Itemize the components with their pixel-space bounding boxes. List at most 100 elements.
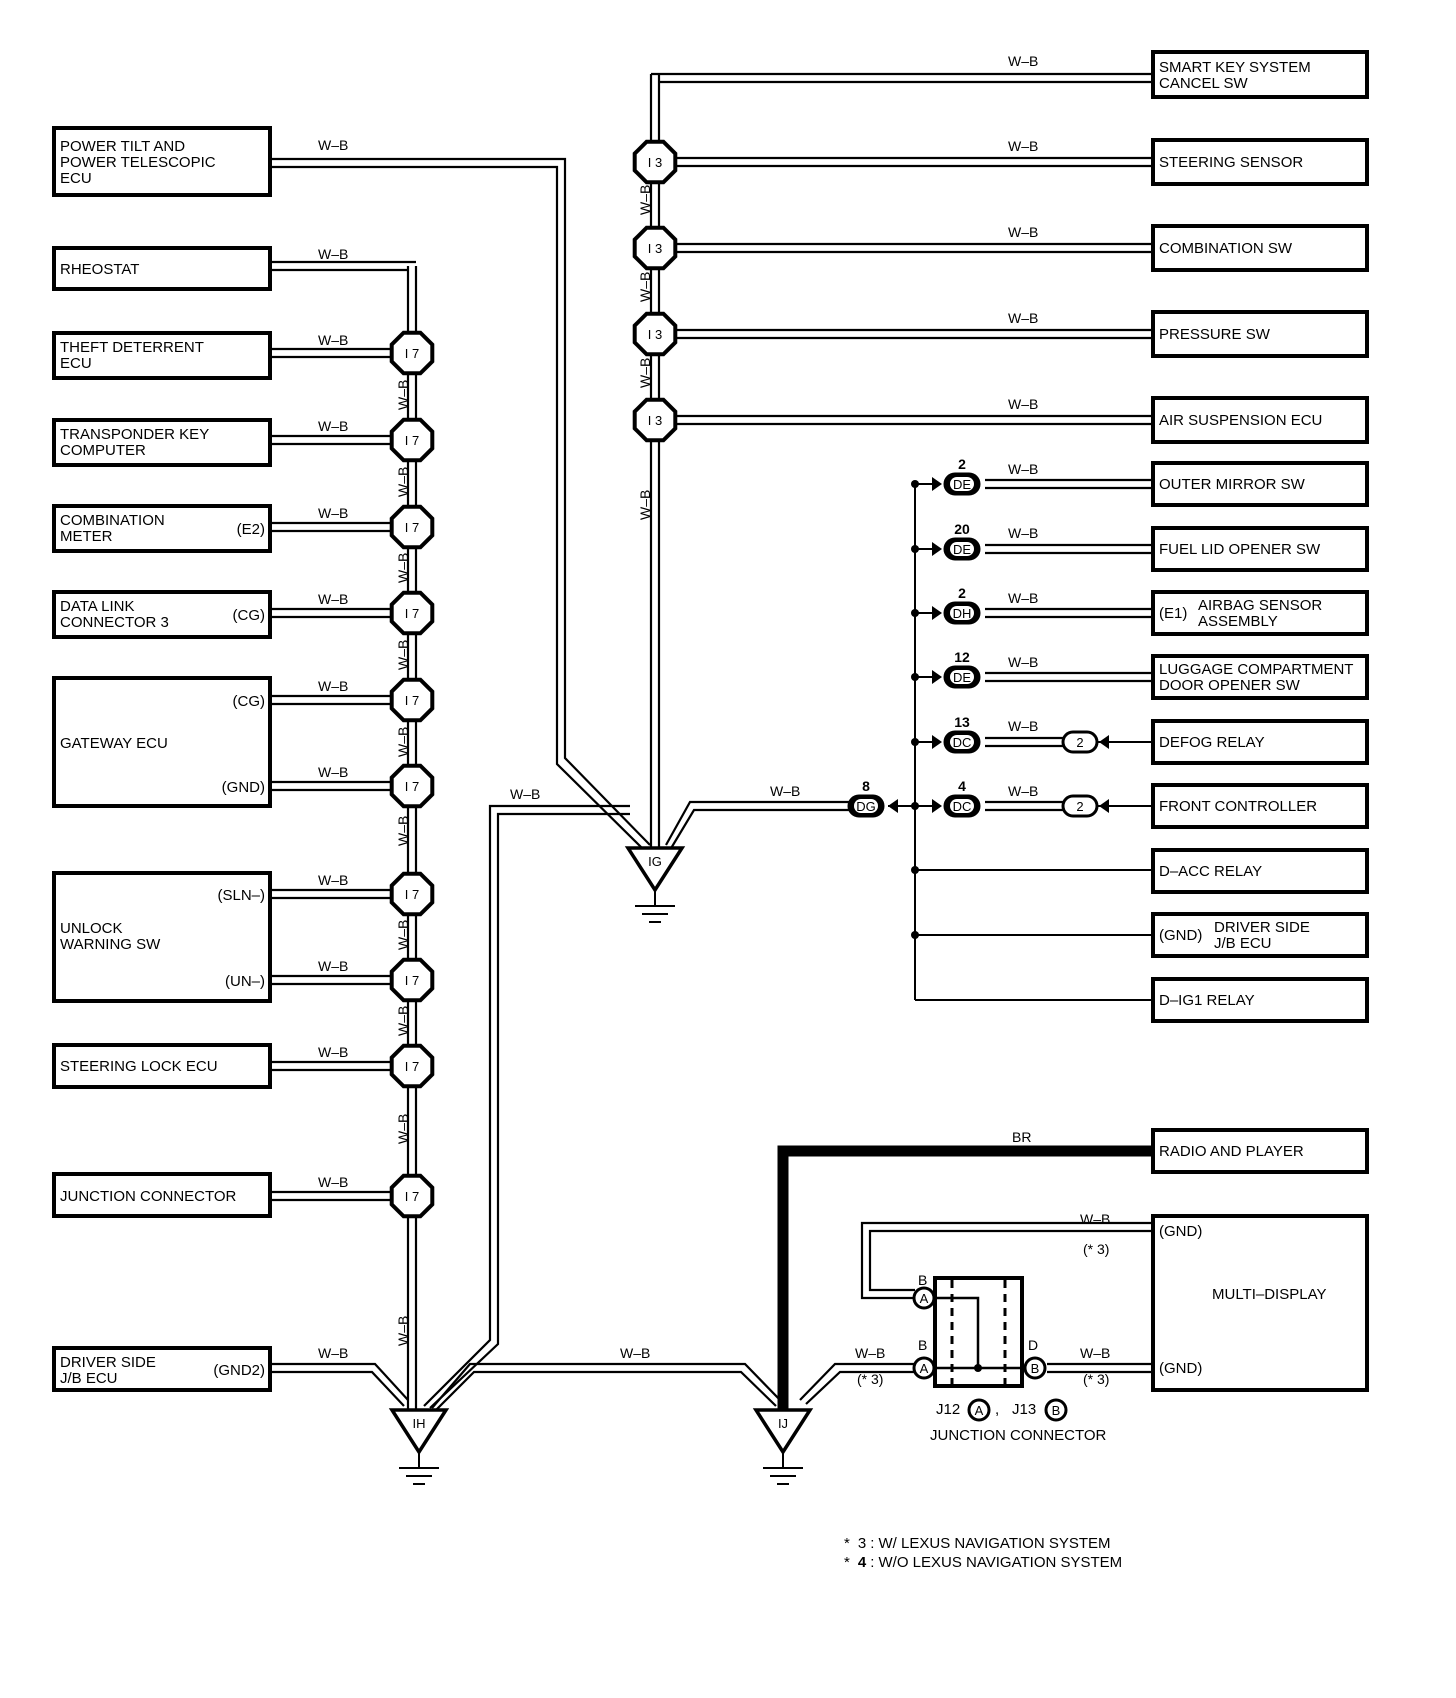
connector-i7-10 [389,1173,435,1219]
box-multi-display [1151,1214,1369,1392]
box-radio [1151,1128,1369,1174]
connector-i3-1 [632,139,678,185]
label-steering-lock: STEERING LOCK ECU [60,1058,218,1075]
single-wires [888,483,1153,1001]
arrow-d-5 [932,735,942,749]
pin-d-2: 20 [954,521,970,537]
junction-dot-4 [911,673,919,681]
svg-text:W–B: W–B [395,380,411,410]
pin-d-1: 2 [958,456,966,472]
wire-fuel-lid [985,543,1153,555]
arrow-relay-1 [1099,735,1109,749]
svg-text:W–B: W–B [318,332,348,348]
svg-text:W–B: W–B [1008,654,1038,670]
arrow-d-6 [932,799,942,813]
svg-text:W–B: W–B [395,553,411,583]
ground-ih-label: IH [413,1416,426,1431]
wire-gateway-cg [270,694,412,706]
wire-ig-to-ih [423,804,630,1409]
connector-i7-7 [389,871,435,917]
connector-i7-1 [389,330,435,376]
connector-i7-4-label: I 7 [405,606,419,621]
connector-d-2-label: DE [953,542,971,557]
label-radio: RADIO AND PLAYER [1159,1143,1304,1160]
wire-md-top [860,1221,1153,1300]
box-steering-sensor [1151,138,1369,186]
pin-d-5: 13 [954,714,970,730]
wire-defog [985,736,1068,748]
label-rheostat: RHEOSTAT [60,261,139,278]
legend-a-label: A [975,1403,984,1418]
box-front-ctrl [1151,783,1369,829]
pin-d-4: 12 [954,649,970,665]
wire-theft [270,347,412,359]
pin-md-top: (GND) [1159,1223,1202,1240]
connector-2-1-label: 2 [1076,735,1083,750]
wire-gateway-gnd [270,780,412,792]
box-combo-meter [52,504,272,553]
wire-pressure-sw [655,328,1153,340]
svg-text:D: D [1028,1337,1038,1353]
label-steering-sensor: STEERING SENSOR [1159,154,1303,171]
connector-i3-4 [632,397,678,443]
connector-i7-9 [389,1043,435,1089]
svg-text:W–B: W–B [318,137,348,153]
ground-ig-label: IG [648,854,662,869]
box-smart-key [1151,50,1369,99]
arrow-dg [888,799,898,813]
connector-i7-9-label: I 7 [405,1059,419,1074]
connector-2-2-label: 2 [1076,799,1083,814]
arrow-d-3 [932,606,942,620]
box-gateway [52,676,272,808]
pin-datalink: (CG) [233,607,266,624]
wire-junction [270,1190,412,1202]
pin-gateway-gnd: (GND) [222,779,265,796]
connector-i3-4-label: I 3 [648,413,662,428]
svg-text:W–B: W–B [637,358,653,388]
label-j13: J13 [1012,1401,1036,1418]
connector-i7-2-label: I 7 [405,433,419,448]
svg-text:B: B [918,1272,927,1288]
wires [270,72,1153,1413]
junction-dot-7 [911,866,919,874]
ground-ij-label: IJ [778,1416,788,1431]
svg-text:W–B: W–B [1008,310,1038,326]
box-dacc [1151,848,1369,894]
svg-text:W–B: W–B [318,1044,348,1060]
connector-i7-1-label: I 7 [405,346,419,361]
svg-text:W–B: W–B [395,727,411,757]
label-j12: J12 [936,1401,960,1418]
svg-text:(* 3): (* 3) [1083,1371,1109,1387]
box-junction [52,1172,272,1218]
wire-right-trunk [649,74,661,850]
label-junction-connector: JUNCTION CONNECTOR [930,1427,1107,1444]
svg-text:W–B: W–B [318,764,348,780]
svg-text:W–B: W–B [1008,461,1038,477]
svg-text:W–B: W–B [395,816,411,846]
svg-text:W–B: W–B [395,1114,411,1144]
wire-ig-to-dg [665,800,855,851]
svg-text:W–B: W–B [395,1006,411,1036]
connector-i7-2 [389,417,435,463]
junction-dot-6 [911,802,919,810]
label-dig1: D–IG1 RELAY [1159,992,1255,1009]
connector-i7-6-label: I 7 [405,779,419,794]
label-combination-sw: COMBINATION SW [1159,240,1293,257]
pin-a-top-label: A [920,1291,929,1306]
connector-i7-4 [389,590,435,636]
box-combination-sw [1151,224,1369,272]
svg-text:(* 3): (* 3) [857,1371,883,1387]
label-air-suspension: AIR SUSPENSION ECU [1159,412,1322,429]
label-multi-display: MULTI–DISPLAY [1212,1286,1326,1303]
note-4: *4: W/O LEXUS NAVIGATION SYSTEM [844,1554,1122,1571]
ground-ih [388,1408,450,1456]
wire-luggage [985,671,1153,683]
wire-rheostat [270,260,416,272]
arrow-d-1 [932,477,942,491]
